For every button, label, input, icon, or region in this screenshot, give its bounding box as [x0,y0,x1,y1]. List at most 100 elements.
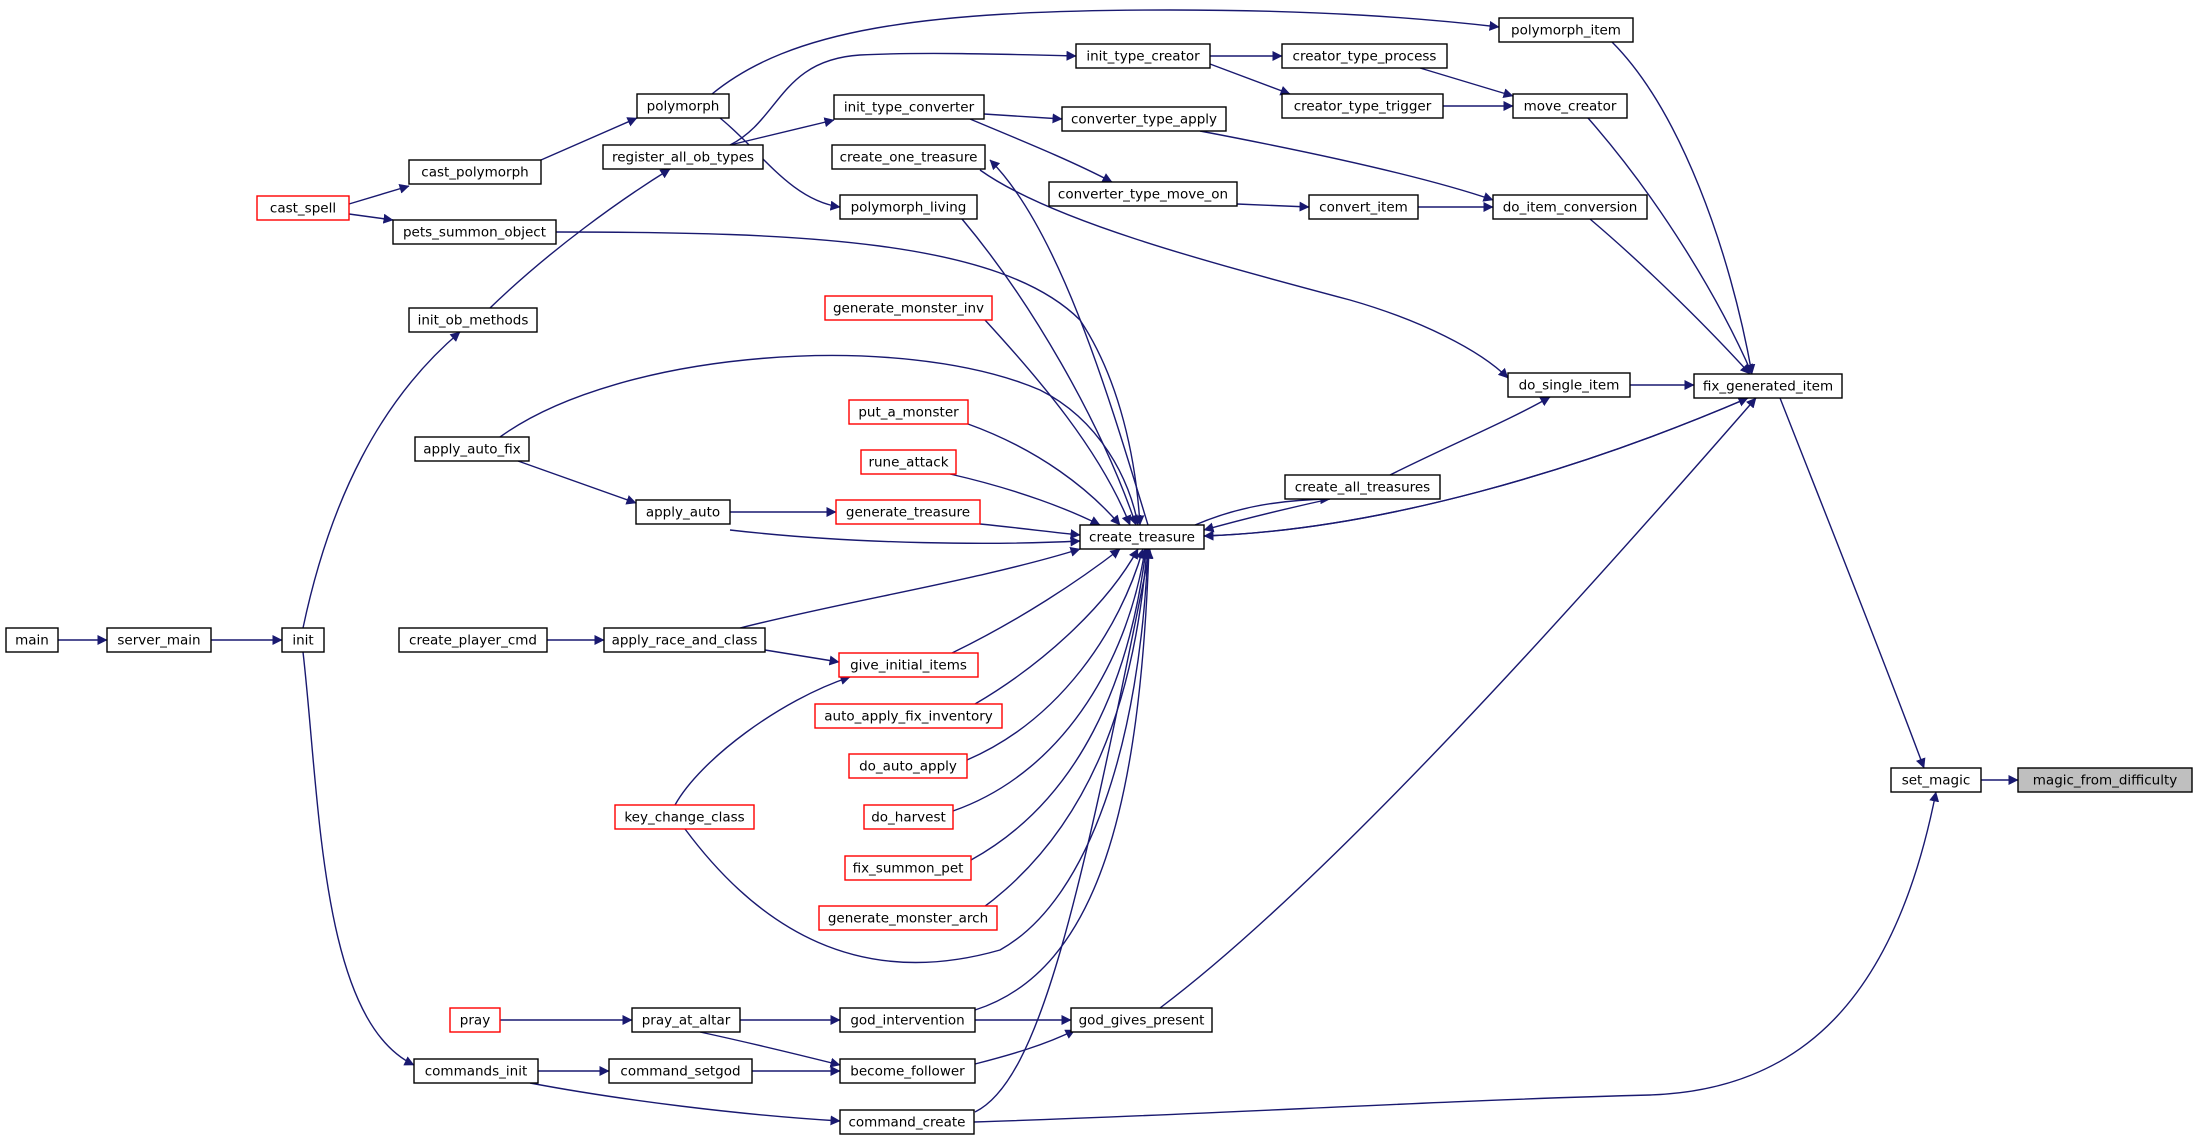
node-apply-race-and-class[interactable]: apply_race_and_class [603,627,766,653]
node-box [602,144,764,170]
node-generate-treasure[interactable]: generate_treasure [835,499,981,525]
edge-line [1203,397,1749,541]
node-pray[interactable]: pray [449,1007,501,1033]
edge-line [1589,218,1751,375]
node-box [839,1007,976,1033]
edge-generate-treasure-to-create-treasure [979,523,1081,540]
edge-cast-spell-to-pets-summon-object [348,213,394,224]
node-do-harvest[interactable]: do_harvest [863,804,954,830]
node-label: register_all_ob_types [612,150,754,166]
edge-generate-monster-inv-to-create-treasure [984,319,1132,526]
node-label: init [292,633,313,649]
edge-line [1203,498,1331,533]
node-apply-auto[interactable]: apply_auto [635,499,731,525]
node-label: auto_apply_fix_inventory [824,709,993,725]
node-init-ob-methods[interactable]: init_ob_methods [408,307,538,333]
node-create-player-cmd[interactable]: create_player_cmd [398,627,548,653]
edge-key-change-class-to-give-initial-items [674,675,851,806]
node-creator-type-trigger[interactable]: creator_type_trigger [1281,93,1444,119]
node-box [848,753,968,779]
node-cast-spell[interactable]: cast_spell [256,195,350,221]
node-pray-at-altar[interactable]: pray_at_altar [631,1007,741,1033]
node-generate-monster-arch[interactable]: generate_monster_arch [818,905,998,931]
edge-line [973,791,1940,1123]
node-label: rune_attack [868,455,948,471]
node-polymorph-item[interactable]: polymorph_item [1498,17,1634,43]
node-creator-type-process[interactable]: creator_type_process [1281,43,1448,69]
edge-create-all-treasures-to-do-single-item [1389,396,1551,476]
edge-do-harvest-to-create-treasure [952,548,1149,812]
node-create-all-treasures[interactable]: create_all_treasures [1284,474,1441,500]
node-create-treasure[interactable]: create_treasure [1079,524,1205,550]
edge-register-all-ob-types-to-init-type-converter [729,117,835,146]
node-commands-init[interactable]: commands_init [413,1058,539,1084]
node-fix-generated-item[interactable]: fix_generated_item [1693,373,1843,399]
node-magic-from-difficulty[interactable]: magic_from_difficulty [2017,767,2193,793]
node-command-create[interactable]: command_create [839,1109,975,1135]
node-box [408,159,542,185]
edge-create-treasure-to-create-all-treasures [1194,494,1331,526]
edge-god-intervention-to-create-treasure [974,548,1154,1011]
edge-become-follower-to-god-gives-present [974,1029,1076,1065]
node-move-creator[interactable]: move_creator [1512,93,1628,119]
node-rune-attack[interactable]: rune_attack [860,449,957,475]
edge-init-type-converter-to-converter-type-apply [983,113,1063,124]
node-polymorph-living[interactable]: polymorph_living [839,194,978,220]
edge-line [517,460,637,505]
edge-line [348,183,410,205]
node-polymorph[interactable]: polymorph [636,93,730,119]
edge-line [949,473,1101,526]
node-label: god_intervention [850,1013,964,1029]
node-apply-auto-fix[interactable]: apply_auto_fix [414,436,530,462]
edge-line [951,548,1121,654]
edge-move-creator-to-fix-generated-item [1587,117,1753,375]
node-label: convert_item [1319,200,1408,216]
node-register-all-ob-types[interactable]: register_all_ob_types [602,144,764,170]
node-label: do_single_item [1519,378,1620,394]
node-give-initial-items[interactable]: give_initial_items [838,652,979,678]
node-box [1498,17,1634,43]
node-do-single-item[interactable]: do_single_item [1507,372,1631,398]
node-box [1308,194,1419,220]
node-set-magic[interactable]: set_magic [1890,767,1982,793]
node-pets-summon-object[interactable]: pets_summon_object [392,219,557,245]
node-server-main[interactable]: server_main [106,627,212,653]
node-create-one-treasure[interactable]: create_one_treasure [831,144,986,170]
node-label: polymorph [647,99,720,115]
node-label: put_a_monster [858,405,959,421]
node-box [614,804,755,830]
node-god-intervention[interactable]: god_intervention [839,1007,976,1033]
edge-line [983,113,1063,124]
node-box [392,219,557,245]
node-command-setgod[interactable]: command_setgod [608,1058,753,1084]
node-convert-item[interactable]: convert_item [1308,194,1419,220]
node-do-item-conversion[interactable]: do_item_conversion [1492,194,1648,220]
node-label: do_harvest [871,810,946,826]
node-generate-monster-inv[interactable]: generate_monster_inv [824,295,993,321]
node-key-change-class[interactable]: key_change_class [614,804,755,830]
node-put-a-monster[interactable]: put_a_monster [848,399,969,425]
node-auto-apply-fix-inventory[interactable]: auto_apply_fix_inventory [814,703,1003,729]
edge-line [966,548,1146,761]
edge-fix-summon-pet-to-create-treasure [970,548,1150,861]
node-box [608,1058,753,1084]
node-fix-summon-pet[interactable]: fix_summon_pet [844,855,972,881]
node-converter-type-apply[interactable]: converter_type_apply [1061,106,1227,132]
edge-apply-race-and-class-to-give-initial-items [764,649,840,666]
node-do-auto-apply[interactable]: do_auto_apply [848,753,968,779]
edge-create-all-treasures-to-create-treasure [1203,498,1331,533]
node-label: main [15,633,49,649]
node-label: apply_race_and_class [612,633,758,649]
node-god-gives-present[interactable]: god_gives_present [1070,1007,1213,1033]
edges [58,9,2019,1126]
node-main[interactable]: main [5,627,59,653]
node-init[interactable]: init [281,627,325,653]
node-init-type-creator[interactable]: init_type_creator [1075,43,1211,69]
node-box [631,1007,741,1033]
node-label: create_one_treasure [840,150,978,166]
edge-line [974,548,1154,1011]
node-init-type-converter[interactable]: init_type_converter [833,94,985,120]
node-become-follower[interactable]: become_follower [839,1058,976,1084]
node-converter-type-move-on[interactable]: converter_type_move_on [1048,181,1238,207]
node-cast-polymorph[interactable]: cast_polymorph [408,159,542,185]
